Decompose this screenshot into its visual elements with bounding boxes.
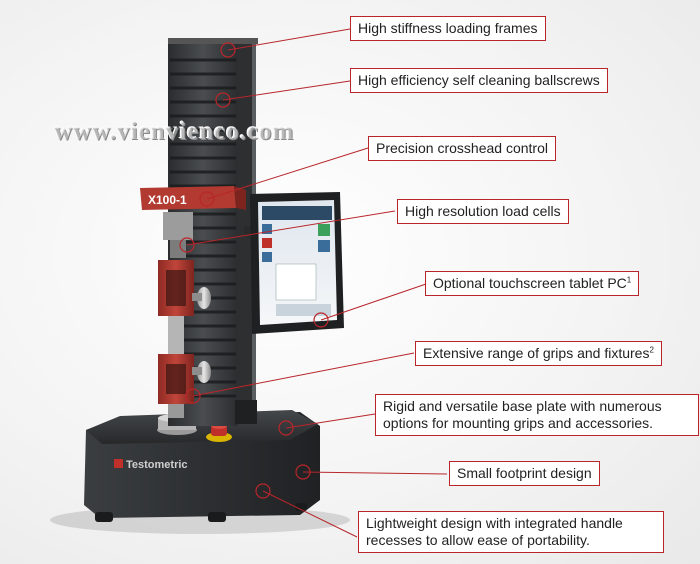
callout-lightweight-line1: Lightweight design with integrated handl… bbox=[366, 515, 623, 531]
callout-crosshead-text: Precision crosshead control bbox=[376, 140, 548, 156]
callout-footprint: Small footprint design bbox=[449, 461, 600, 486]
callout-baseplate: Rigid and versatile base plate with nume… bbox=[375, 394, 699, 436]
callout-footprint-text: Small footprint design bbox=[457, 465, 592, 481]
callout-lightweight: Lightweight design with integrated handl… bbox=[358, 511, 664, 553]
callout-grips: Extensive range of grips and fixtures2 bbox=[415, 341, 662, 366]
callout-baseplate-line2: options for mounting grips and accessori… bbox=[383, 415, 654, 431]
crosshead-label: X100-1 bbox=[148, 193, 187, 207]
callout-ballscrews: High efficiency self cleaning ballscrews bbox=[350, 68, 608, 93]
brand-logo-text: Testometric bbox=[126, 459, 188, 471]
callout-grips-text: Extensive range of grips and fixtures bbox=[423, 345, 650, 361]
callout-lightweight-line2: recesses to allow ease of portability. bbox=[366, 532, 590, 548]
callout-ballscrews-text: High efficiency self cleaning ballscrews bbox=[358, 72, 600, 88]
watermark-text: www.vienvienco.com bbox=[54, 118, 295, 145]
callout-tablet-footnote: 1 bbox=[626, 275, 632, 285]
callout-frames-text: High stiffness loading frames bbox=[358, 20, 538, 36]
callout-baseplate-line1: Rigid and versatile base plate with nume… bbox=[383, 398, 662, 414]
callout-frames: High stiffness loading frames bbox=[350, 16, 546, 41]
callout-tablet-text: Optional touchscreen tablet PC bbox=[433, 275, 627, 291]
callout-loadcells-text: High resolution load cells bbox=[405, 203, 561, 219]
callout-crosshead: Precision crosshead control bbox=[368, 136, 556, 161]
callout-loadcells: High resolution load cells bbox=[397, 199, 569, 224]
callout-tablet: Optional touchscreen tablet PC1 bbox=[425, 271, 640, 296]
callout-grips-footnote: 2 bbox=[649, 345, 654, 355]
